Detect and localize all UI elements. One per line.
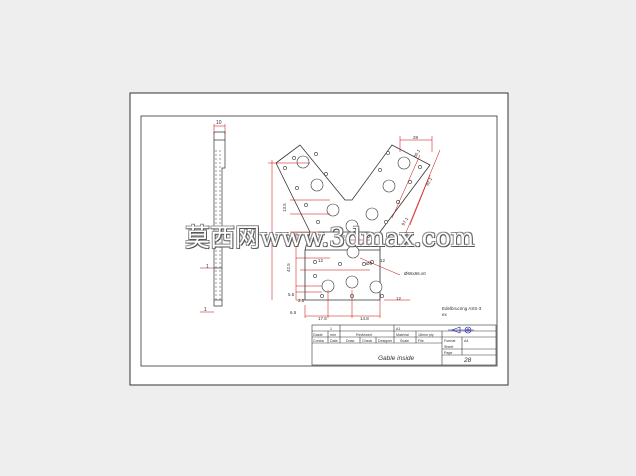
tb-row3-a: Contra [313, 339, 324, 343]
dim-top-right: 28 [413, 135, 419, 140]
tb-right-c: Sheet [444, 345, 453, 349]
tb-row1-b: A1 [396, 327, 400, 331]
tb-row3-g: File [418, 339, 424, 343]
dim-bottom-left: 17.6 [318, 316, 327, 321]
projection-symbol-icon [448, 326, 474, 334]
tb-right-b: A4 [464, 339, 468, 343]
tb-row3-e: Designer [378, 339, 393, 343]
hole-callout: Ø66x66.x0 [404, 271, 426, 276]
dim-inner-c: 12 [380, 258, 386, 263]
front-view-outline [275, 144, 431, 301]
dim-inner-e: 12 [340, 234, 346, 239]
dim-inner-d: Ø6 [366, 261, 373, 266]
dim-side-mid: 1 [206, 264, 209, 270]
part-name: Gable inside [378, 355, 415, 362]
tb-right-d: Page [444, 351, 452, 355]
note-line2: ex [442, 312, 448, 317]
dim-left-small1: 5.5 [288, 292, 295, 297]
tb-row2-a: Gaste [313, 333, 323, 337]
dim-right-b: 97.1 [401, 216, 410, 227]
dimension-lines [268, 136, 441, 318]
tb-row3-f: Scale [400, 339, 409, 343]
dim-inner-a: 12 [318, 236, 324, 241]
tb-row3-c: Draw [346, 339, 355, 343]
dim-inner-b: 12 [318, 258, 324, 263]
side-view [200, 124, 226, 313]
sheet-inner-border [140, 115, 498, 367]
dim-bottom-mid: 14.8 [360, 316, 369, 321]
dim-right-c: 60.1 [413, 148, 422, 159]
dim-side-bottom: 1 [204, 307, 207, 313]
dim-left-small3: 6.5 [290, 310, 297, 315]
front-view-holes [283, 151, 422, 298]
dim-bottom-right: 12 [396, 296, 402, 301]
tb-right-a: Format [444, 339, 455, 343]
tb-row3-b: Date [330, 339, 338, 343]
dim-left-small2: 2.5 [298, 298, 305, 303]
tb-row2-c: Reviewed [356, 333, 372, 337]
dim-left-lower: 42.5 [286, 263, 291, 272]
dim-right-a: 82.1 [425, 176, 434, 187]
watermark: 莫西网www.3dmax.com [185, 223, 475, 252]
tb-row2-d: Material [396, 333, 409, 337]
tb-row2-e: 18mm ply [418, 333, 434, 337]
dim-left-upper: 13.5 [282, 203, 287, 212]
tb-row2-b: mm [330, 333, 336, 337]
note-line1: Edelbrucring ASS-3 [442, 306, 482, 311]
tb-row1-a: 1 [330, 327, 332, 331]
tb-row3-d: Check [362, 339, 372, 343]
sheet-number: 28 [463, 357, 472, 364]
dim-side-top: 10 [216, 120, 222, 126]
dim-left-mid: 15 [288, 234, 294, 239]
